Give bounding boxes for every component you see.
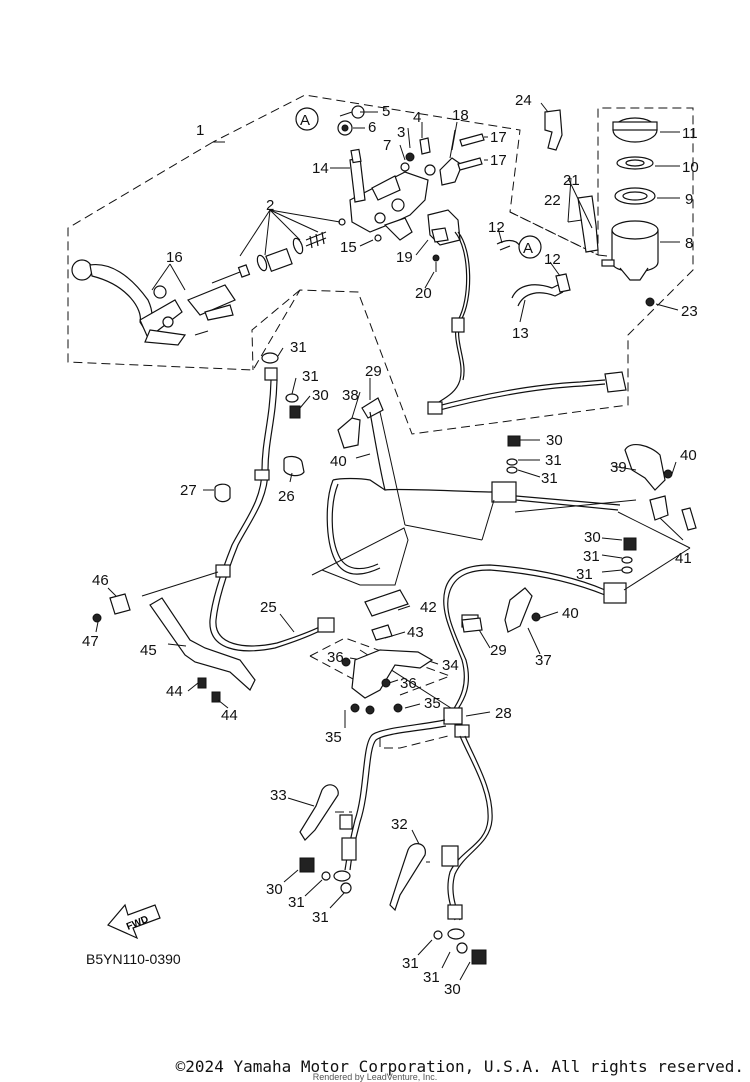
callout: 15 bbox=[340, 239, 357, 256]
piston-kit bbox=[211, 218, 346, 284]
brake-lever bbox=[71, 259, 236, 346]
callout: 1 bbox=[196, 122, 204, 139]
callout: 31 bbox=[583, 548, 600, 565]
callout: 44 bbox=[221, 707, 238, 724]
svg-text:A: A bbox=[523, 240, 533, 257]
callout: 21 bbox=[563, 172, 580, 189]
callout: 30 bbox=[266, 881, 283, 898]
callout: 36 bbox=[327, 649, 344, 666]
callout: 24 bbox=[515, 92, 532, 109]
top-hardware bbox=[337, 105, 436, 176]
callout: 31 bbox=[302, 368, 319, 385]
callout: 27 bbox=[180, 482, 197, 499]
callout: 31 bbox=[423, 969, 440, 986]
callout: 31 bbox=[312, 909, 329, 926]
center-bracket-hardware bbox=[341, 435, 697, 715]
callout: 29 bbox=[490, 642, 507, 659]
callout: 12 bbox=[544, 251, 561, 268]
brake-switch bbox=[439, 129, 485, 186]
callout: 40 bbox=[680, 447, 697, 464]
callout: 38 bbox=[342, 387, 359, 404]
fwd-arrow-icon: FWD bbox=[107, 903, 161, 940]
callout: 32 bbox=[391, 816, 408, 833]
callout: 28 bbox=[495, 705, 512, 722]
callout: 11 bbox=[682, 125, 698, 142]
callout: 33 bbox=[270, 787, 287, 804]
callout: 25 bbox=[260, 599, 277, 616]
callout: 29 bbox=[365, 363, 382, 380]
brake-hose-25 bbox=[209, 352, 335, 652]
callout: 35 bbox=[424, 695, 441, 712]
callout: 31 bbox=[541, 470, 558, 487]
callout: 44 bbox=[166, 683, 183, 700]
callout: 43 bbox=[407, 624, 424, 641]
reservoir-hose bbox=[496, 239, 571, 307]
callout: 3 bbox=[397, 124, 405, 141]
callout: 42 bbox=[420, 599, 437, 616]
callout: 46 bbox=[92, 572, 109, 589]
callout: 39 bbox=[610, 459, 627, 476]
svg-text:A: A bbox=[300, 112, 310, 129]
callout: 14 bbox=[312, 160, 329, 177]
callout: 8 bbox=[685, 235, 693, 252]
brackets bbox=[92, 397, 669, 703]
master-cylinder bbox=[349, 148, 429, 242]
callout: 37 bbox=[535, 652, 552, 669]
brake-hose-29 bbox=[326, 411, 627, 713]
callout: 31 bbox=[576, 566, 593, 583]
callout: 6 bbox=[368, 119, 376, 136]
callout: 41 bbox=[675, 550, 692, 567]
callout: 35 bbox=[325, 729, 342, 746]
callout: 30 bbox=[444, 981, 461, 998]
switch-harness bbox=[427, 209, 627, 415]
rendered-by-note: Rendered by LeadVenture, Inc. bbox=[312, 1072, 438, 1082]
callout: 26 bbox=[278, 488, 295, 505]
callout: 31 bbox=[288, 894, 305, 911]
lower-brake-hoses bbox=[299, 707, 493, 965]
callout: 16 bbox=[166, 249, 183, 266]
callout: 30 bbox=[312, 387, 329, 404]
callout: 17 bbox=[490, 129, 507, 146]
callout: 23 bbox=[681, 303, 698, 320]
callout: 47 bbox=[82, 633, 99, 650]
reference-markers: A A bbox=[295, 107, 542, 259]
diagram-code: B5YN110-0390 bbox=[86, 951, 181, 967]
callout: 7 bbox=[383, 137, 391, 154]
callout: 13 bbox=[512, 325, 529, 342]
callout: 31 bbox=[545, 452, 562, 469]
copyright-footer: ©2024 Yamaha Motor Corporation, U.S.A. A… bbox=[175, 1057, 744, 1076]
callout: 31 bbox=[290, 339, 307, 356]
callout: 45 bbox=[140, 642, 157, 659]
callout: 30 bbox=[546, 432, 563, 449]
callout: 17 bbox=[490, 152, 507, 169]
assembly-outlines bbox=[67, 94, 694, 435]
callout: 31 bbox=[402, 955, 419, 972]
callout: 20 bbox=[415, 285, 432, 302]
callout: 5 bbox=[382, 103, 390, 120]
hose-clamps bbox=[214, 455, 305, 503]
callout: 40 bbox=[330, 453, 347, 470]
callout: 19 bbox=[396, 249, 413, 266]
callout: 18 bbox=[452, 107, 469, 124]
callout: 36 bbox=[400, 675, 417, 692]
callout: 34 bbox=[442, 657, 459, 674]
callout: 10 bbox=[682, 159, 699, 176]
callout: 2 bbox=[266, 197, 274, 214]
leader-lines bbox=[95, 102, 691, 981]
callout-labels: 1 2 3 4 5 6 7 8 9 10 11 12 12 13 14 15 1… bbox=[82, 92, 699, 998]
callout: 12 bbox=[488, 219, 505, 236]
callout: 22 bbox=[544, 192, 561, 209]
callout: 9 bbox=[685, 191, 693, 208]
callout: 40 bbox=[562, 605, 579, 622]
callout: 4 bbox=[413, 109, 421, 126]
callout: 30 bbox=[584, 529, 601, 546]
